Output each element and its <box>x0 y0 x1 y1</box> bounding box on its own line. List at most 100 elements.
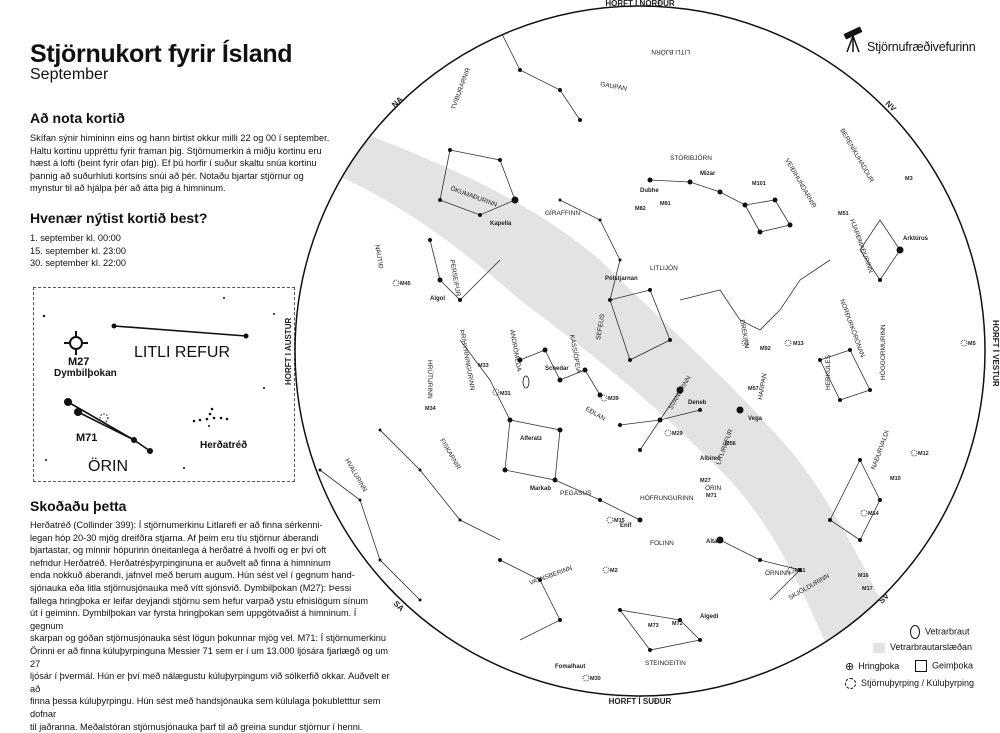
svg-text:LITLI BJÖRN: LITLI BJÖRN <box>651 48 690 56</box>
svg-text:M5: M5 <box>968 341 976 347</box>
svg-text:VEIÐIHUNDARNIR: VEIÐIHUNDARNIR <box>783 158 817 210</box>
svg-text:NAÐURVALDI: NAÐURVALDI <box>870 429 891 470</box>
svg-text:GÍRAFFINN: GÍRAFFINN <box>545 208 580 217</box>
svg-text:HJARÐMAÐURINN: HJARÐMAÐURINN <box>848 218 874 274</box>
m71-label: M71 <box>76 432 98 444</box>
svg-text:M2: M2 <box>610 568 618 574</box>
svg-text:ÖRIN: ÖRIN <box>705 484 722 492</box>
svg-text:SEFEUS: SEFEUS <box>595 313 607 340</box>
dir-west: HORFT Í VESTUR <box>991 320 1000 387</box>
planetary-nebula-icon: ⊕ <box>845 661 855 673</box>
svg-text:Dubhe: Dubhe <box>640 188 659 194</box>
svg-text:M101: M101 <box>752 181 766 187</box>
svg-text:M51: M51 <box>838 211 849 217</box>
m27-symbol <box>64 331 88 355</box>
svg-text:Algedi: Algedi <box>700 614 719 620</box>
svg-text:M33: M33 <box>478 363 489 369</box>
dso-symbols <box>392 279 968 682</box>
litli-refur-label: LITLI REFUR <box>134 344 231 361</box>
svg-text:Schedar: Schedar <box>545 366 569 372</box>
svg-text:NAUTIÐ: NAUTIÐ <box>373 244 384 269</box>
svg-text:HÖGGORMURINN: HÖGGORMURINN <box>879 324 887 380</box>
howto-heading: Að nota kortið <box>30 110 125 126</box>
dso-labels: M31 M33 M39 M29 M27 M71 M15 M2 M73 M72 M… <box>400 176 976 682</box>
dir-south: HORFT Í SUÐUR <box>609 697 672 706</box>
svg-text:M39: M39 <box>608 396 619 402</box>
svg-text:Markab: Markab <box>530 486 551 492</box>
svg-text:Arktúrus: Arktúrus <box>903 236 929 242</box>
svg-text:ÖRNINN: ÖRNINN <box>765 569 791 577</box>
svg-text:Algol: Algol <box>430 296 445 302</box>
m27-label: M27 <box>68 356 90 368</box>
svg-text:STEINGEITIN: STEINGEITIN <box>645 660 686 667</box>
legend-cluster: Stjörnuþyrping / Kúluþyrping <box>845 678 974 690</box>
svg-text:Albíreó: Albíreó <box>700 456 721 462</box>
dir-ne: NA <box>390 95 405 110</box>
svg-text:M17: M17 <box>862 586 873 592</box>
dir-north: HORFT Í NORÐUR <box>605 0 675 8</box>
telescope-icon <box>843 26 863 53</box>
svg-text:GAUPAN: GAUPAN <box>600 81 628 93</box>
svg-text:M81: M81 <box>660 201 671 207</box>
svg-text:M15: M15 <box>614 518 625 524</box>
svg-text:M92: M92 <box>760 346 771 352</box>
site-logo[interactable]: Stjörnufræðivefurinn <box>840 24 990 64</box>
legend-galaxy: Geimþoka <box>915 660 973 672</box>
herdatred-label: Herðatréð <box>200 440 248 451</box>
svg-text:M16: M16 <box>858 573 869 579</box>
svg-text:M12: M12 <box>918 451 929 457</box>
m31-galaxy-symbol <box>522 375 530 389</box>
legend-planetary: ⊕Hringþoka <box>845 660 900 673</box>
svg-text:Altair: Altair <box>706 539 722 545</box>
svg-text:FISKARNIR: FISKARNIR <box>438 438 462 472</box>
svg-text:EÐLAN: EÐLAN <box>584 406 607 423</box>
svg-text:Alferatz: Alferatz <box>520 436 542 442</box>
svg-text:LITLIJÓN: LITLIJÓN <box>650 263 678 272</box>
svg-text:M73: M73 <box>648 623 659 629</box>
svg-text:Kapella: Kapella <box>490 221 512 227</box>
page-title: Stjörnukort fyrir Ísland <box>30 40 293 68</box>
svg-text:M56: M56 <box>725 441 736 447</box>
galaxy-box-icon <box>915 660 927 672</box>
galaxy-ellipse-icon <box>910 625 920 639</box>
svg-text:NORÐURKÓRÓNAN: NORÐURKÓRÓNAN <box>838 298 868 359</box>
svg-text:PEGASUS: PEGASUS <box>560 490 592 497</box>
svg-text:Mizar: Mizar <box>700 171 716 177</box>
svg-text:Pólstjarnan: Pólstjarnan <box>605 276 638 282</box>
cluster-icon <box>845 678 856 690</box>
svg-text:Enif: Enif <box>620 523 632 529</box>
stars <box>318 27 904 652</box>
star-map: HORFT Í NORÐUR HORFT Í SUÐUR HORFT Í AUS… <box>284 0 1000 708</box>
svg-text:FOLINN: FOLINN <box>650 540 674 547</box>
inset-finder-chart: M27 Dymbilþokan LITLI REFUR M71 ÖRIN Her… <box>33 287 295 482</box>
best-heading: Hvenær nýtist kortið best? <box>30 210 208 226</box>
svg-text:M13: M13 <box>793 341 804 347</box>
logo-text: Stjörnufræðivefurinn <box>867 40 976 54</box>
svg-text:Vega: Vega <box>748 416 763 422</box>
svg-text:STÓRIBJÖRN: STÓRIBJÖRN <box>670 153 712 162</box>
svg-text:Deneb: Deneb <box>688 400 707 406</box>
svg-text:VATNSBERINN: VATNSBERINN <box>528 565 573 587</box>
svg-text:BERENÍKUHADDUR: BERENÍKUHADDUR <box>838 127 876 185</box>
m27-name: Dymbilþokan <box>54 368 117 379</box>
orin-asterism <box>64 398 153 454</box>
dir-se: SA <box>392 599 406 613</box>
dir-east: HORFT Í AUSTUR <box>285 318 293 385</box>
milky-way-band <box>300 110 930 696</box>
svg-text:M30: M30 <box>590 676 601 682</box>
orin-label: ÖRIN <box>88 458 128 475</box>
legend: Vetrarbraut Vetrarbrautarslæðan ⊕Hringþo… <box>845 622 995 702</box>
svg-text:M29: M29 <box>672 431 683 437</box>
howto-text: Skífan sýnir himininn eins og hann birti… <box>30 133 330 194</box>
month-subtitle: September <box>30 66 109 83</box>
best-times: 1. september kl. 00:00 15. september kl.… <box>30 233 127 269</box>
svg-text:M57: M57 <box>748 386 759 392</box>
svg-text:HRÚTURINN: HRÚTURINN <box>426 360 435 399</box>
svg-text:M3: M3 <box>905 176 913 182</box>
svg-text:M71: M71 <box>706 493 717 499</box>
band-swatch-icon <box>873 642 885 653</box>
horizon-circle <box>294 5 986 697</box>
dir-nw: NV <box>884 99 899 114</box>
svg-text:PERSEIFUR: PERSEIFUR <box>448 259 461 297</box>
dir-sw: SV <box>877 591 891 605</box>
